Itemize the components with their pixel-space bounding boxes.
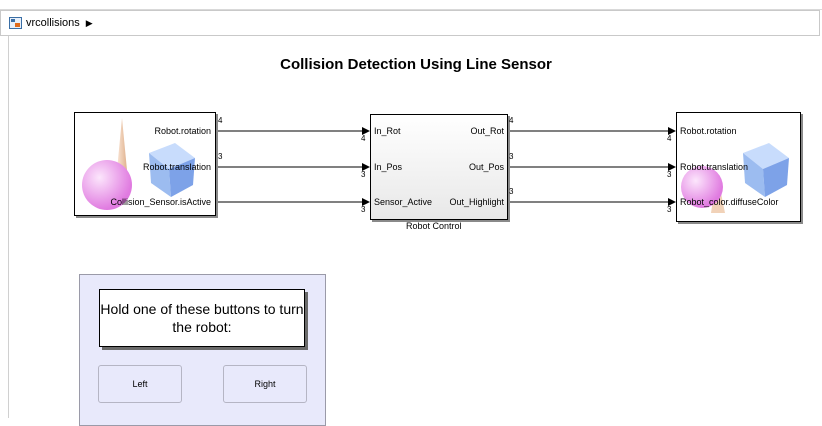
robot-control-subsystem[interactable]: In_Rot In_Pos Sensor_Active Out_Rot Out_… [370, 114, 508, 220]
subsystem-input-label: In_Pos [374, 162, 403, 172]
vr-scene-icon [681, 143, 789, 213]
subsystem-input-label: In_Rot [374, 126, 401, 136]
breadcrumb-model-name[interactable]: vrcollisions [26, 17, 80, 29]
subsystem-output-label: Out_Pos [468, 162, 504, 172]
dashboard-panel: Hold one of these buttons to turn the ro… [79, 274, 326, 426]
signal-width-label: 3 [509, 152, 514, 161]
robot-control-name[interactable]: Robot Control [406, 221, 462, 231]
breadcrumb-expand-arrow-icon[interactable]: ▶ [85, 17, 93, 28]
right-button[interactable]: Right [223, 365, 307, 403]
vr-source-output-label: Robot.translation [142, 162, 211, 172]
toolbar-strip [0, 0, 822, 10]
vr-source-output-label: Collision_Sensor.isActive [110, 197, 211, 207]
subsystem-output-label: Out_Highlight [449, 197, 504, 207]
signal-width-label: 3 [361, 205, 366, 214]
left-button[interactable]: Left [98, 365, 182, 403]
vr-sink-input-label: Robot.translation [680, 162, 749, 172]
instruction-note: Hold one of these buttons to turn the ro… [99, 289, 305, 347]
signal-width-label: 4 [361, 134, 366, 143]
signal-width-label: 4 [509, 116, 514, 125]
vr-scene-icon [82, 118, 195, 210]
signal-width-label: 3 [361, 170, 366, 179]
vr-sink-input-label: Robot.rotation [680, 126, 737, 136]
signal-lines [214, 127, 676, 206]
vr-source-block[interactable]: Robot.rotation Robot.translation Collisi… [74, 112, 216, 216]
breadcrumb: vrcollisions ▶ [0, 10, 820, 36]
vr-sink-input-label: Robot_color.diffuseColor [680, 197, 779, 207]
model-canvas[interactable]: Collision Detection Using Line Sensor [8, 36, 822, 426]
simulink-model-icon [9, 17, 22, 29]
signal-width-label: 3 [218, 152, 223, 161]
signal-width-label: 4 [218, 116, 223, 125]
vr-sink-block[interactable]: Robot.rotation Robot.translation Robot_c… [676, 112, 801, 222]
vr-source-output-label: Robot.rotation [154, 126, 211, 136]
signal-width-label: 4 [667, 134, 672, 143]
signal-width-label: 3 [667, 170, 672, 179]
diagram-title: Collision Detection Using Line Sensor [280, 56, 552, 73]
subsystem-output-label: Out_Rot [470, 126, 504, 136]
signal-width-label: 3 [667, 205, 672, 214]
signal-width-label: 3 [509, 187, 514, 196]
subsystem-input-label: Sensor_Active [374, 197, 433, 207]
